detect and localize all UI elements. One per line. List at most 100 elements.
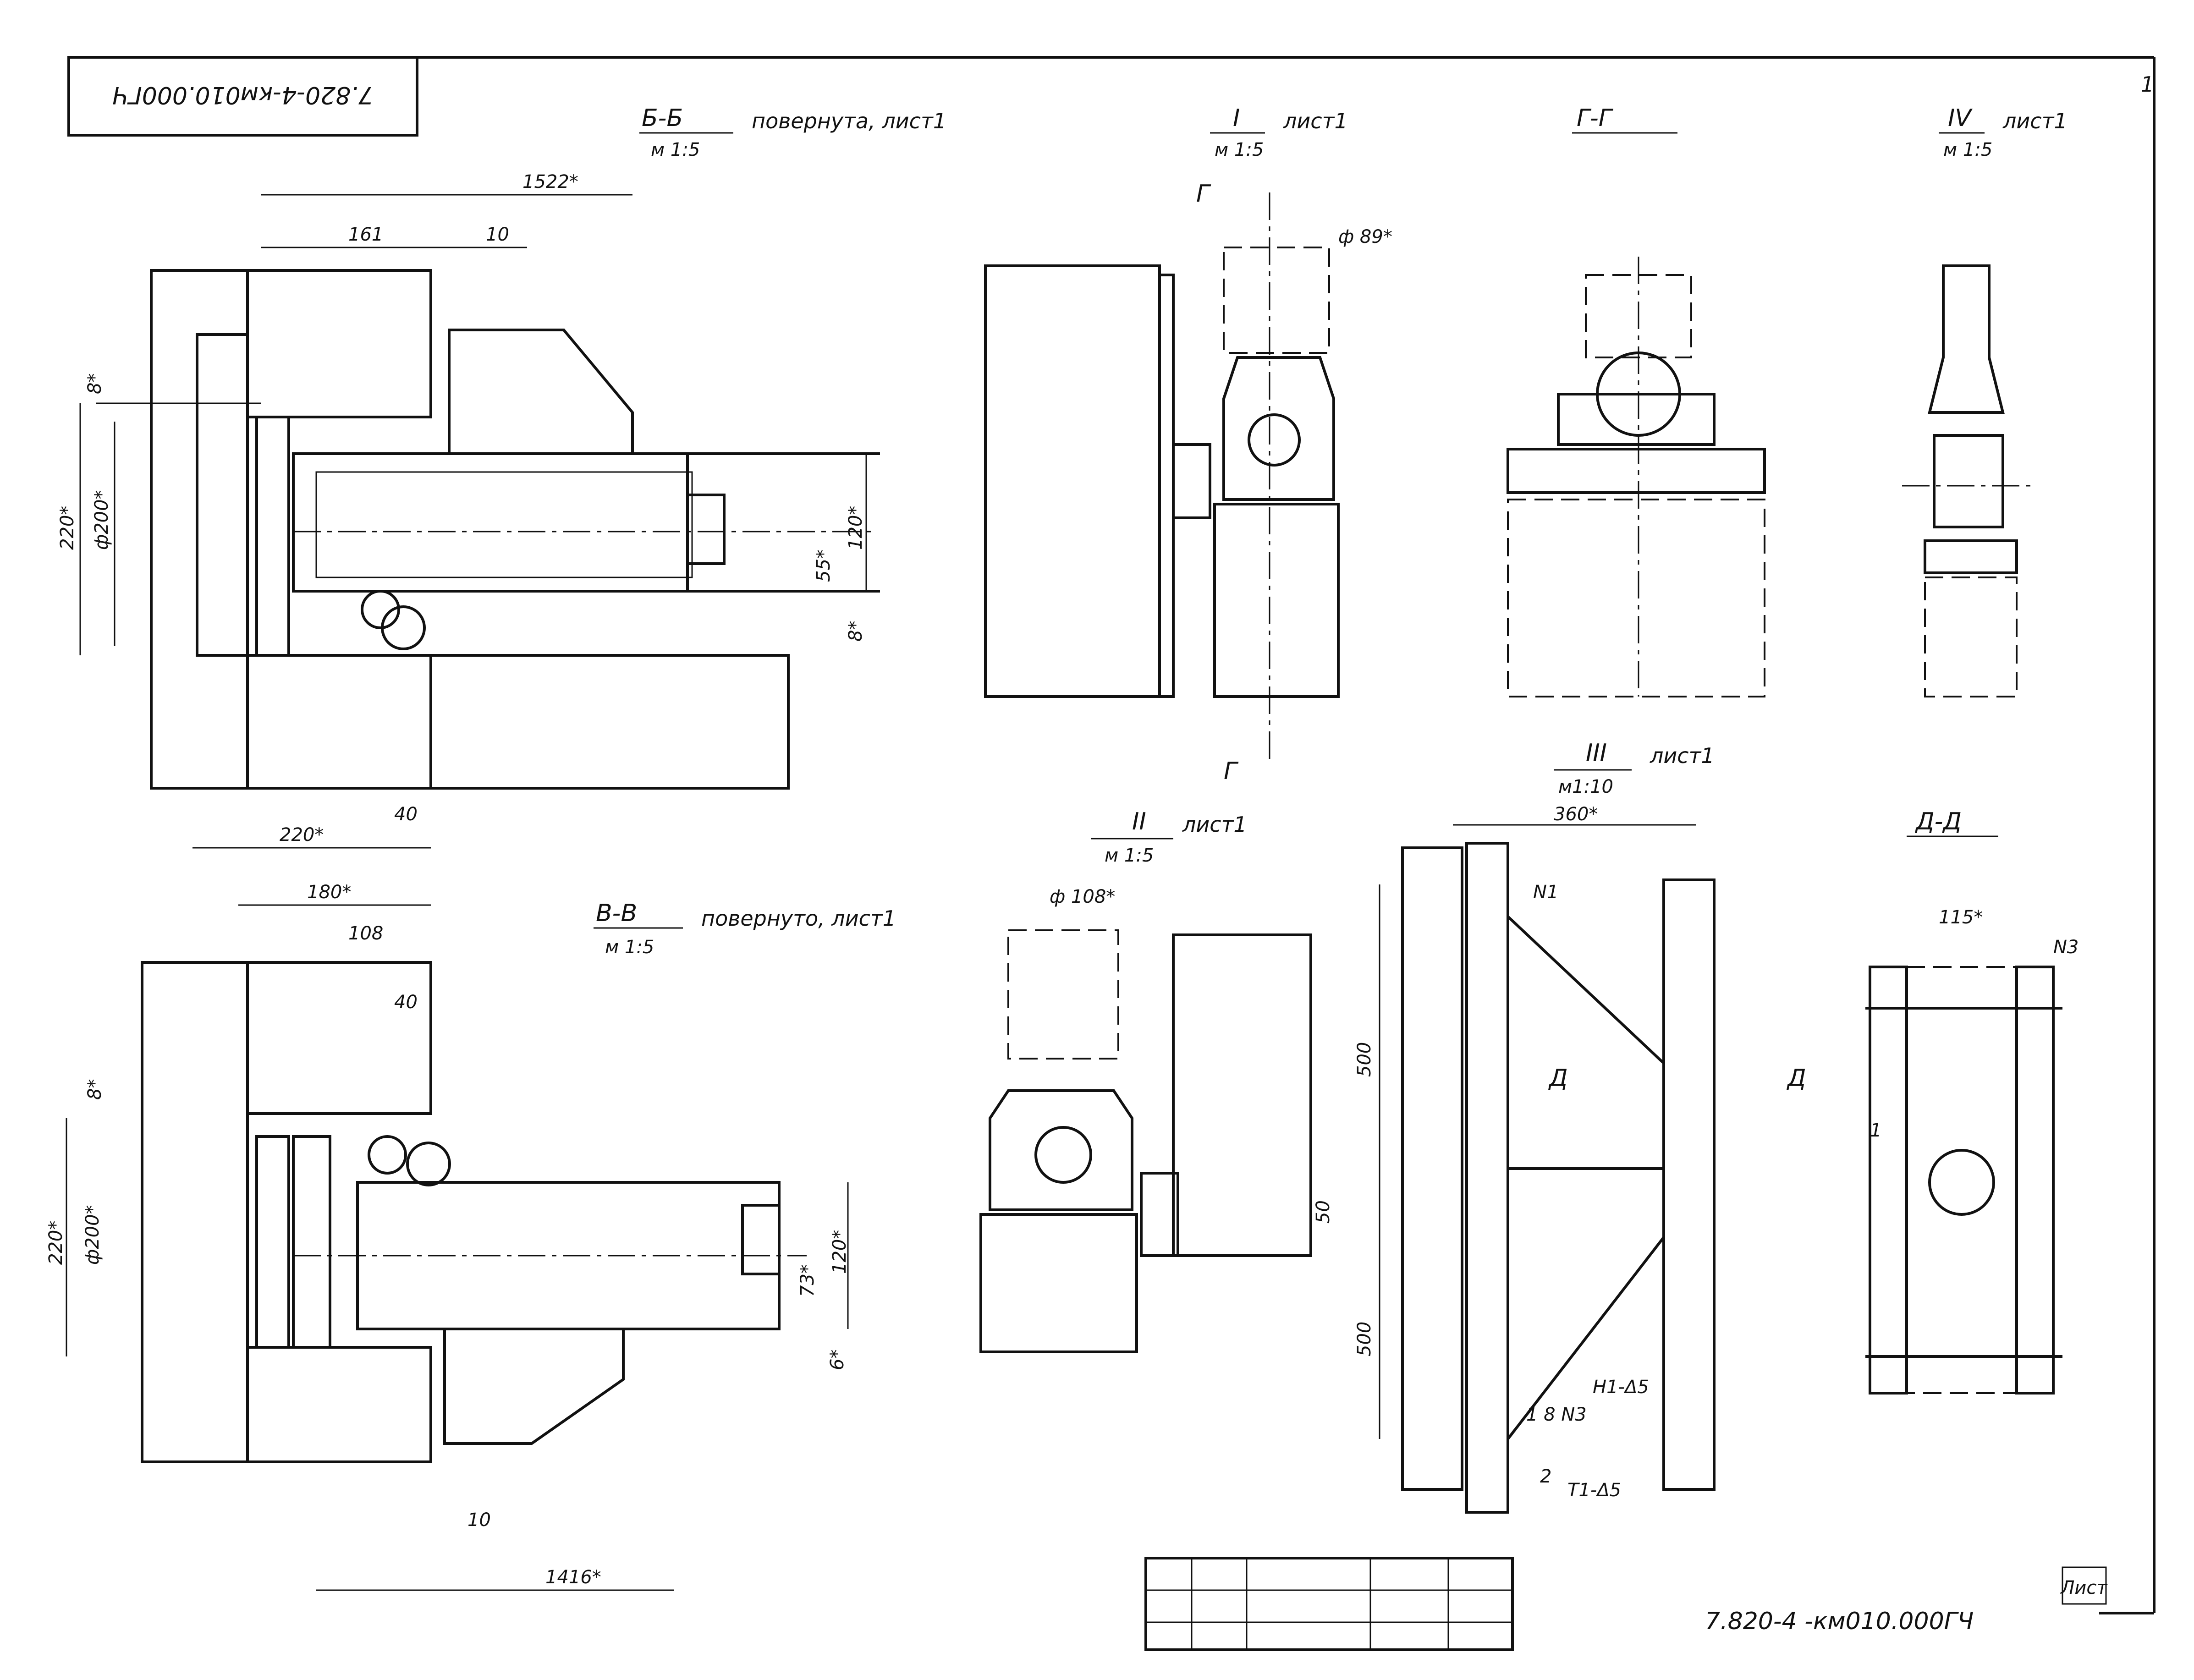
dim-8-bot: 8*: [845, 621, 866, 642]
view-bb-scale: м 1:5: [651, 139, 700, 160]
view-iii-note: лист1: [1650, 743, 1715, 768]
dim-1522: 1522*: [522, 171, 578, 192]
dim-8-top: 8*: [84, 373, 105, 394]
rod-iv: [1928, 264, 2005, 414]
callout-n1: N1: [1533, 882, 1558, 903]
view-iv: IV м 1:5 лист1: [1902, 104, 2068, 697]
tube-body: [292, 452, 689, 593]
concrete-block-top: [246, 269, 432, 418]
clevis-i: [1222, 356, 1335, 501]
view-iv-note: лист1: [2002, 109, 2068, 133]
view-ii-note: лист1: [1182, 812, 1247, 837]
view-ii-title: II: [1132, 808, 1146, 835]
dim-220-v: 220*: [57, 506, 78, 550]
dim-220-b: 220*: [45, 1221, 66, 1265]
sheet-code-bottom: 7.820-4 -км010.000ГЧ: [1705, 1608, 1974, 1635]
section-mark-d-right: Д: [1787, 1065, 1806, 1092]
view-dd-title: Д-Д: [1915, 808, 1962, 835]
concrete-block-bottom: [246, 654, 432, 790]
plate-right: [2015, 966, 2055, 1395]
clamp-gg: [1557, 393, 1716, 446]
dim-40-b: 40: [394, 992, 418, 1013]
gusset-2: [443, 1328, 625, 1445]
dim-55: 55*: [813, 549, 834, 582]
view-vv-scale: м 1:5: [605, 937, 654, 958]
anchor-flange-2: [255, 1135, 290, 1349]
concrete-block-bottom-2: [246, 1346, 432, 1463]
brace-top: [1507, 915, 1665, 1065]
seal: [361, 590, 400, 629]
dim-d108: ф 108*: [1050, 886, 1115, 907]
clamp-iv: [1933, 434, 2004, 528]
view-bb-note: повернута, лист1: [752, 109, 946, 133]
view-gg-title: Г-Г: [1577, 104, 1614, 132]
dim-161: 161: [348, 224, 383, 245]
view-iii: III м1:10 лист1 360* 500 500 Д Д N1 H1-Δ…: [1354, 739, 1806, 1514]
dim-10-b: 10: [467, 1510, 491, 1531]
view-bb: Б-Б м 1:5 повернута, лист1 1522* 161 10 …: [57, 104, 946, 849]
dim-6: 6*: [827, 1350, 848, 1370]
dim-73: 73*: [797, 1264, 818, 1297]
dim-120-b: 120*: [829, 1230, 850, 1274]
nut: [686, 494, 726, 565]
dim-8-b: 8*: [84, 1079, 105, 1100]
top-left-stamp: [67, 56, 418, 137]
post-ii: [979, 1213, 1138, 1353]
dim-220-h: 220*: [280, 824, 324, 845]
top-left-stamp-code: 7.820-4-км010.000ГЧ: [112, 81, 374, 109]
sheet-frame: 7.820-4-км010.000ГЧ 1: [67, 56, 2156, 1614]
anchor-flange: [255, 416, 290, 657]
section-mark-g-bottom: Г: [1224, 758, 1239, 785]
column-iii: [1465, 842, 1509, 1514]
dim-d200-b: ф200*: [82, 1205, 103, 1265]
view-i-note: лист1: [1283, 109, 1348, 133]
concrete-wall: [150, 269, 249, 790]
view-iii-scale: м1:10: [1558, 776, 1613, 797]
dim-500-top: 500: [1354, 1042, 1375, 1077]
concrete-wall-2: [141, 961, 249, 1463]
view-iv-scale: м 1:5: [1943, 139, 1992, 160]
concrete-slab: [429, 654, 790, 790]
dim-500-bottom: 500: [1354, 1322, 1375, 1356]
view-i-title: I: [1233, 104, 1240, 132]
section-mark-g-top: Г: [1196, 180, 1211, 208]
pipe-dd: [1928, 1149, 1995, 1216]
pipe-ii: [1007, 929, 1119, 1060]
title-block: 7.820-4 -км010.000ГЧ Лист: [1144, 1557, 2108, 1651]
dim-115: 115*: [1939, 907, 1983, 928]
callout-n3: N3: [2053, 937, 2079, 958]
callout-2: 2: [1540, 1466, 1551, 1487]
corner-number: 1: [2141, 72, 2154, 97]
callout-t1: T1-Δ5: [1567, 1480, 1621, 1501]
gusset: [448, 329, 634, 455]
view-iii-title: III: [1586, 739, 1607, 767]
dim-d89: ф 89*: [1338, 226, 1392, 247]
view-vv: В-В м 1:5 повернуто, лист1 180* 108 40 8…: [45, 882, 896, 1591]
section-mark-d-left: Д: [1548, 1065, 1568, 1092]
view-i: I м 1:5 лист1 Г Г ф 89*: [984, 104, 1392, 785]
view-ii-scale: м 1:5: [1105, 845, 1154, 866]
concrete-wall-ii: [1172, 933, 1312, 1257]
pin-i: [1248, 413, 1301, 467]
clevis-ii: [989, 1089, 1133, 1211]
view-gg: Г-Г: [1507, 104, 1766, 697]
concrete-wall-iii: [1401, 846, 1463, 1491]
dim-180: 180*: [307, 882, 351, 903]
post-i: [1213, 503, 1340, 698]
callout-8n3: 1 8 N3: [1526, 1404, 1587, 1425]
dim-40: 40: [394, 804, 418, 825]
dim-50: 50: [1313, 1200, 1334, 1224]
view-dd: Д-Д 115* N3 1: [1865, 808, 2079, 1395]
nut-2: [741, 1204, 781, 1275]
brace-bottom: [1507, 1236, 1665, 1440]
pipe-iii: [1662, 878, 1716, 1491]
dim-10: 10: [486, 224, 509, 245]
view-iv-title: IV: [1948, 104, 1973, 132]
anchor-plate: [196, 333, 249, 657]
pipe-i: [1223, 247, 1330, 354]
dim-120: 120*: [845, 506, 866, 550]
view-ii: II м 1:5 лист1 ф 108* 50: [979, 808, 1334, 1353]
plate-left: [1869, 966, 1908, 1395]
concrete-wall-i: [984, 264, 1161, 698]
